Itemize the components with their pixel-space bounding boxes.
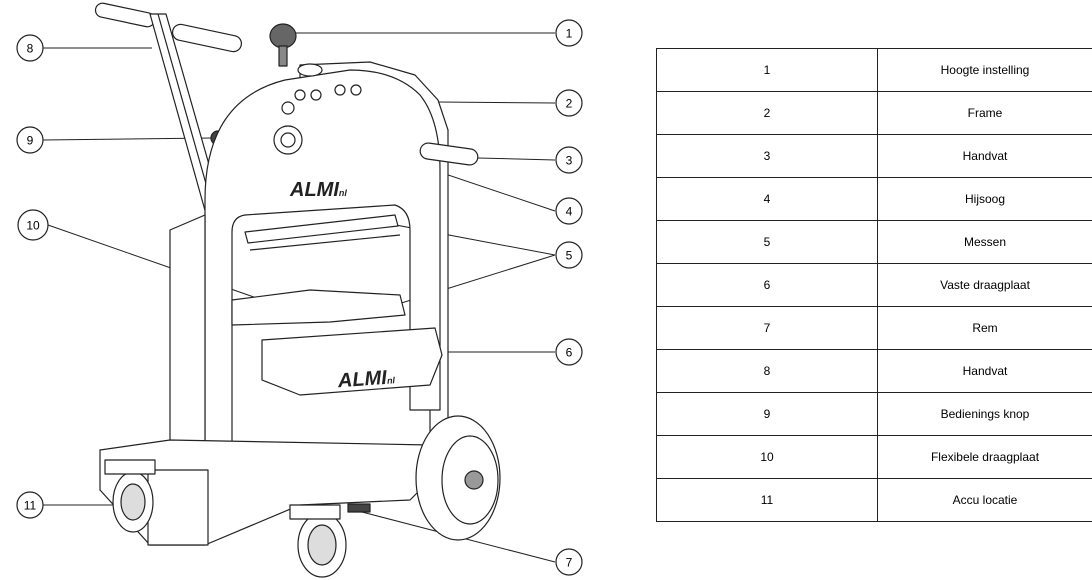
svg-text:1: 1	[566, 27, 573, 41]
frame-brand: ALMInl	[289, 179, 347, 201]
callout-5: 5	[555, 241, 583, 269]
part-number: 10	[656, 435, 878, 479]
part-number: 4	[656, 177, 878, 221]
plate-brand: ALMInl	[336, 366, 396, 392]
brake	[347, 503, 371, 513]
large-wheel	[415, 415, 501, 541]
part-name: Hoogte instelling	[877, 48, 1092, 92]
part-name: Frame	[877, 91, 1092, 135]
svg-text:5: 5	[566, 249, 573, 263]
leader-10	[47, 224, 269, 303]
part-name: Bedienings knop	[877, 392, 1092, 436]
part-number: 7	[656, 306, 878, 350]
frame-bolts	[281, 84, 362, 115]
callout-11: 11	[16, 491, 44, 519]
leader-3	[477, 157, 556, 161]
caster-rear	[104, 459, 156, 533]
callout-8: 8	[16, 34, 44, 62]
caster-front	[289, 504, 347, 578]
part-number: 1	[656, 48, 878, 92]
part-number: 6	[656, 263, 878, 307]
leader-9	[42, 137, 213, 141]
left-column	[169, 214, 206, 471]
side-handle	[419, 142, 479, 166]
callout-3: 3	[555, 146, 583, 174]
callout-10: 10	[17, 209, 49, 241]
battery-box	[147, 469, 209, 546]
leader-2	[437, 101, 556, 104]
part-number: 3	[656, 134, 878, 178]
fixed-carrier-plate	[261, 327, 443, 396]
svg-text:9: 9	[27, 134, 34, 148]
svg-text:7: 7	[566, 556, 573, 570]
callouts: 1 2 3 4 5 6 7 8 9 10 11	[16, 19, 583, 576]
height-adjust-knob	[269, 23, 323, 77]
callout-1: 1	[555, 19, 583, 47]
svg-text:2: 2	[566, 97, 573, 111]
callout-4: 4	[555, 197, 583, 225]
callout-6: 6	[555, 338, 583, 366]
part-name: Rem	[877, 306, 1092, 350]
part-number: 2	[656, 91, 878, 135]
svg-text:11: 11	[24, 499, 37, 513]
callout-2: 2	[555, 89, 583, 117]
svg-text:8: 8	[27, 42, 34, 56]
part-number: 11	[656, 478, 878, 522]
part-name: Messen	[877, 220, 1092, 264]
part-number: 9	[656, 392, 878, 436]
svg-text:4: 4	[566, 205, 573, 219]
callout-9: 9	[16, 126, 44, 154]
frame	[204, 69, 441, 461]
svg-text:6: 6	[566, 346, 573, 360]
part-name: Flexibele draagplaat	[877, 435, 1092, 479]
part-number: 8	[656, 349, 878, 393]
part-name: Hijsoog	[877, 177, 1092, 221]
part-number: 5	[656, 220, 878, 264]
blades-upper	[244, 214, 399, 244]
svg-text:10: 10	[26, 219, 40, 233]
part-name: Vaste draagplaat	[877, 263, 1092, 307]
part-name: Handvat	[877, 134, 1092, 178]
part-name: Accu locatie	[877, 478, 1092, 522]
machine-diagram: ALMInl ALMInl	[16, 2, 583, 578]
leader-5a	[379, 221, 556, 256]
flexible-carrier-plate	[231, 289, 406, 326]
machine: ALMInl ALMInl	[94, 2, 501, 578]
callout-7: 7	[555, 548, 583, 576]
part-name: Handvat	[877, 349, 1092, 393]
svg-text:3: 3	[566, 154, 573, 168]
